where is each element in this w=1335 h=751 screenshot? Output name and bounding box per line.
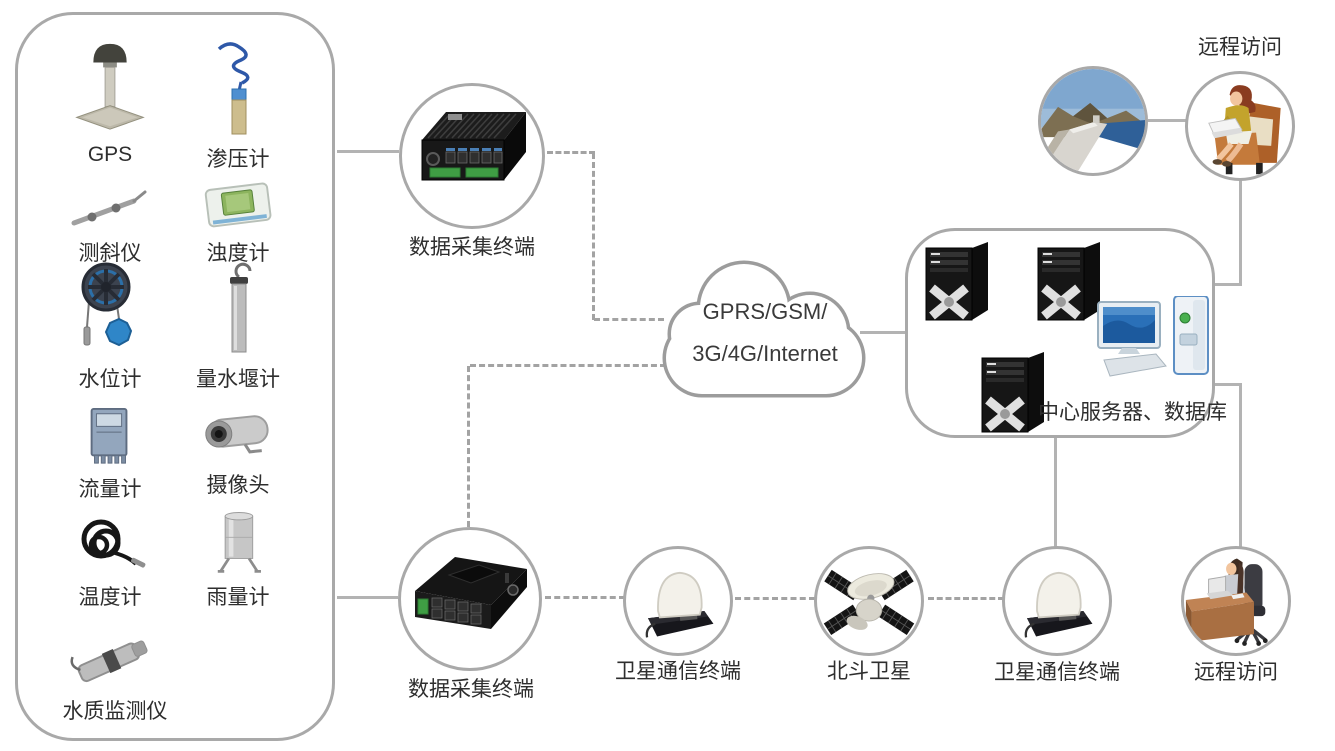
connector-remote-bottom-jog xyxy=(1215,383,1242,386)
sensor-label: 摄像头 xyxy=(206,474,270,497)
satellite-dome-icon xyxy=(1024,571,1093,638)
node-sat-terminal-left xyxy=(623,546,733,656)
sensor-item-camera: 摄像头 xyxy=(173,409,303,499)
connector-remote-top-down xyxy=(1239,179,1242,286)
sensor-item-water-level: 水位计 xyxy=(45,261,175,393)
connector-remote-bottom-down xyxy=(1239,383,1242,547)
cctv-camera-icon xyxy=(196,409,280,463)
water-level-gauge-icon xyxy=(75,261,145,357)
data-terminal-icon xyxy=(415,557,527,629)
gps-antenna-icon xyxy=(74,37,146,137)
piezometer-icon xyxy=(203,37,273,137)
node-label-dcu-top: 数据采集终端 xyxy=(409,236,535,259)
cloud-text-line1: GPRS/GSM/ xyxy=(702,299,828,324)
person-laptop-illustration xyxy=(1208,85,1281,175)
sensor-item-inclinometer: 测斜仪 xyxy=(45,183,175,267)
sensor-label: 水质监测仪 xyxy=(62,700,168,723)
turbidity-meter-icon xyxy=(196,175,280,231)
dashed-dcu-top-right xyxy=(547,151,595,154)
node-label-sat-left: 卫星通信终端 xyxy=(615,660,741,683)
remote-access-bottom-label: 远程访问 xyxy=(1194,661,1278,684)
satellite-dome-icon xyxy=(645,571,714,638)
connector-server-to-sat-right xyxy=(1054,436,1057,547)
dashed-dcu-to-sat-left xyxy=(545,596,625,599)
connector-panel-to-dcu-top xyxy=(337,150,399,153)
weir-gauge-icon xyxy=(203,261,273,357)
sensor-item-turbidity: 浊度计 xyxy=(173,175,303,267)
cloud-text-line2: 3G/4G/Internet xyxy=(692,341,838,366)
thermometer-cable-icon xyxy=(71,513,149,575)
desktop-computer-icon xyxy=(1096,296,1212,384)
dashed-down-to-dcu-bottom xyxy=(467,366,470,527)
sensor-label: 量水堰计 xyxy=(196,368,280,391)
water-quality-sonde-icon xyxy=(65,619,165,689)
connector-dam-to-remote-top xyxy=(1148,119,1186,122)
node-dam-photo xyxy=(1038,66,1148,176)
node-sat-terminal-right xyxy=(1002,546,1112,656)
node-label-sat-right: 卫星通信终端 xyxy=(994,661,1120,684)
sensor-item-gps: GPS xyxy=(45,37,175,167)
dashed-sat-left-to-beidou xyxy=(735,597,815,600)
dashed-beidou-to-sat-right xyxy=(928,597,1004,600)
sensor-panel: GPS 渗压计 测斜仪 xyxy=(15,12,335,741)
dam-photo xyxy=(1041,69,1145,173)
rain-gauge-icon xyxy=(203,507,273,575)
flow-meter-icon xyxy=(70,407,150,467)
dashed-into-cloud xyxy=(594,318,664,321)
connector-panel-to-dcu-bottom xyxy=(337,596,398,599)
node-beidou xyxy=(814,546,924,656)
beidou-satellite-icon xyxy=(823,569,915,635)
sensor-label: GPS xyxy=(87,143,133,166)
connector-remote-top-jog xyxy=(1215,283,1242,286)
sensor-label: 雨量计 xyxy=(206,586,270,609)
server-panel-label: 中心服务器、数据库 xyxy=(1038,401,1227,424)
sensor-label: 温度计 xyxy=(78,586,142,609)
node-remote-bottom xyxy=(1181,546,1291,656)
node-label-beidou: 北斗卫星 xyxy=(827,660,911,683)
remote-access-top-label: 远程访问 xyxy=(1198,36,1282,59)
dashed-down-to-cloud xyxy=(592,153,595,320)
sensor-label: 流量计 xyxy=(78,478,142,501)
inclinometer-icon xyxy=(68,183,152,231)
dashed-cloud-left xyxy=(470,364,666,367)
server-tower-icon xyxy=(918,240,996,322)
sensor-item-piezometer: 渗压计 xyxy=(173,37,303,173)
sensor-item-thermometer: 温度计 xyxy=(45,513,175,611)
node-dcu-top xyxy=(399,83,545,229)
node-label-dcu-bottom: 数据采集终端 xyxy=(408,678,534,701)
sensor-item-water-quality: 水质监测仪 xyxy=(50,619,180,725)
server-tower-icon xyxy=(1030,240,1108,322)
sensor-label: 渗压计 xyxy=(206,148,270,171)
node-dcu-bottom xyxy=(398,527,542,671)
person-desk-illustration xyxy=(1185,558,1268,646)
sensor-item-weir: 量水堰计 xyxy=(173,261,303,393)
sensor-label: 测斜仪 xyxy=(78,242,142,265)
node-remote-top xyxy=(1185,71,1295,181)
sensor-label: 浊度计 xyxy=(206,242,270,265)
connector-cloud-to-server xyxy=(860,331,907,334)
server-tower-icon xyxy=(974,350,1052,434)
cloud-shape xyxy=(652,248,874,426)
sensor-label: 水位计 xyxy=(78,368,142,391)
data-terminal-icon xyxy=(421,112,526,181)
sensor-item-flow-meter: 流量计 xyxy=(45,407,175,503)
sensor-item-rain-gauge: 雨量计 xyxy=(173,507,303,611)
